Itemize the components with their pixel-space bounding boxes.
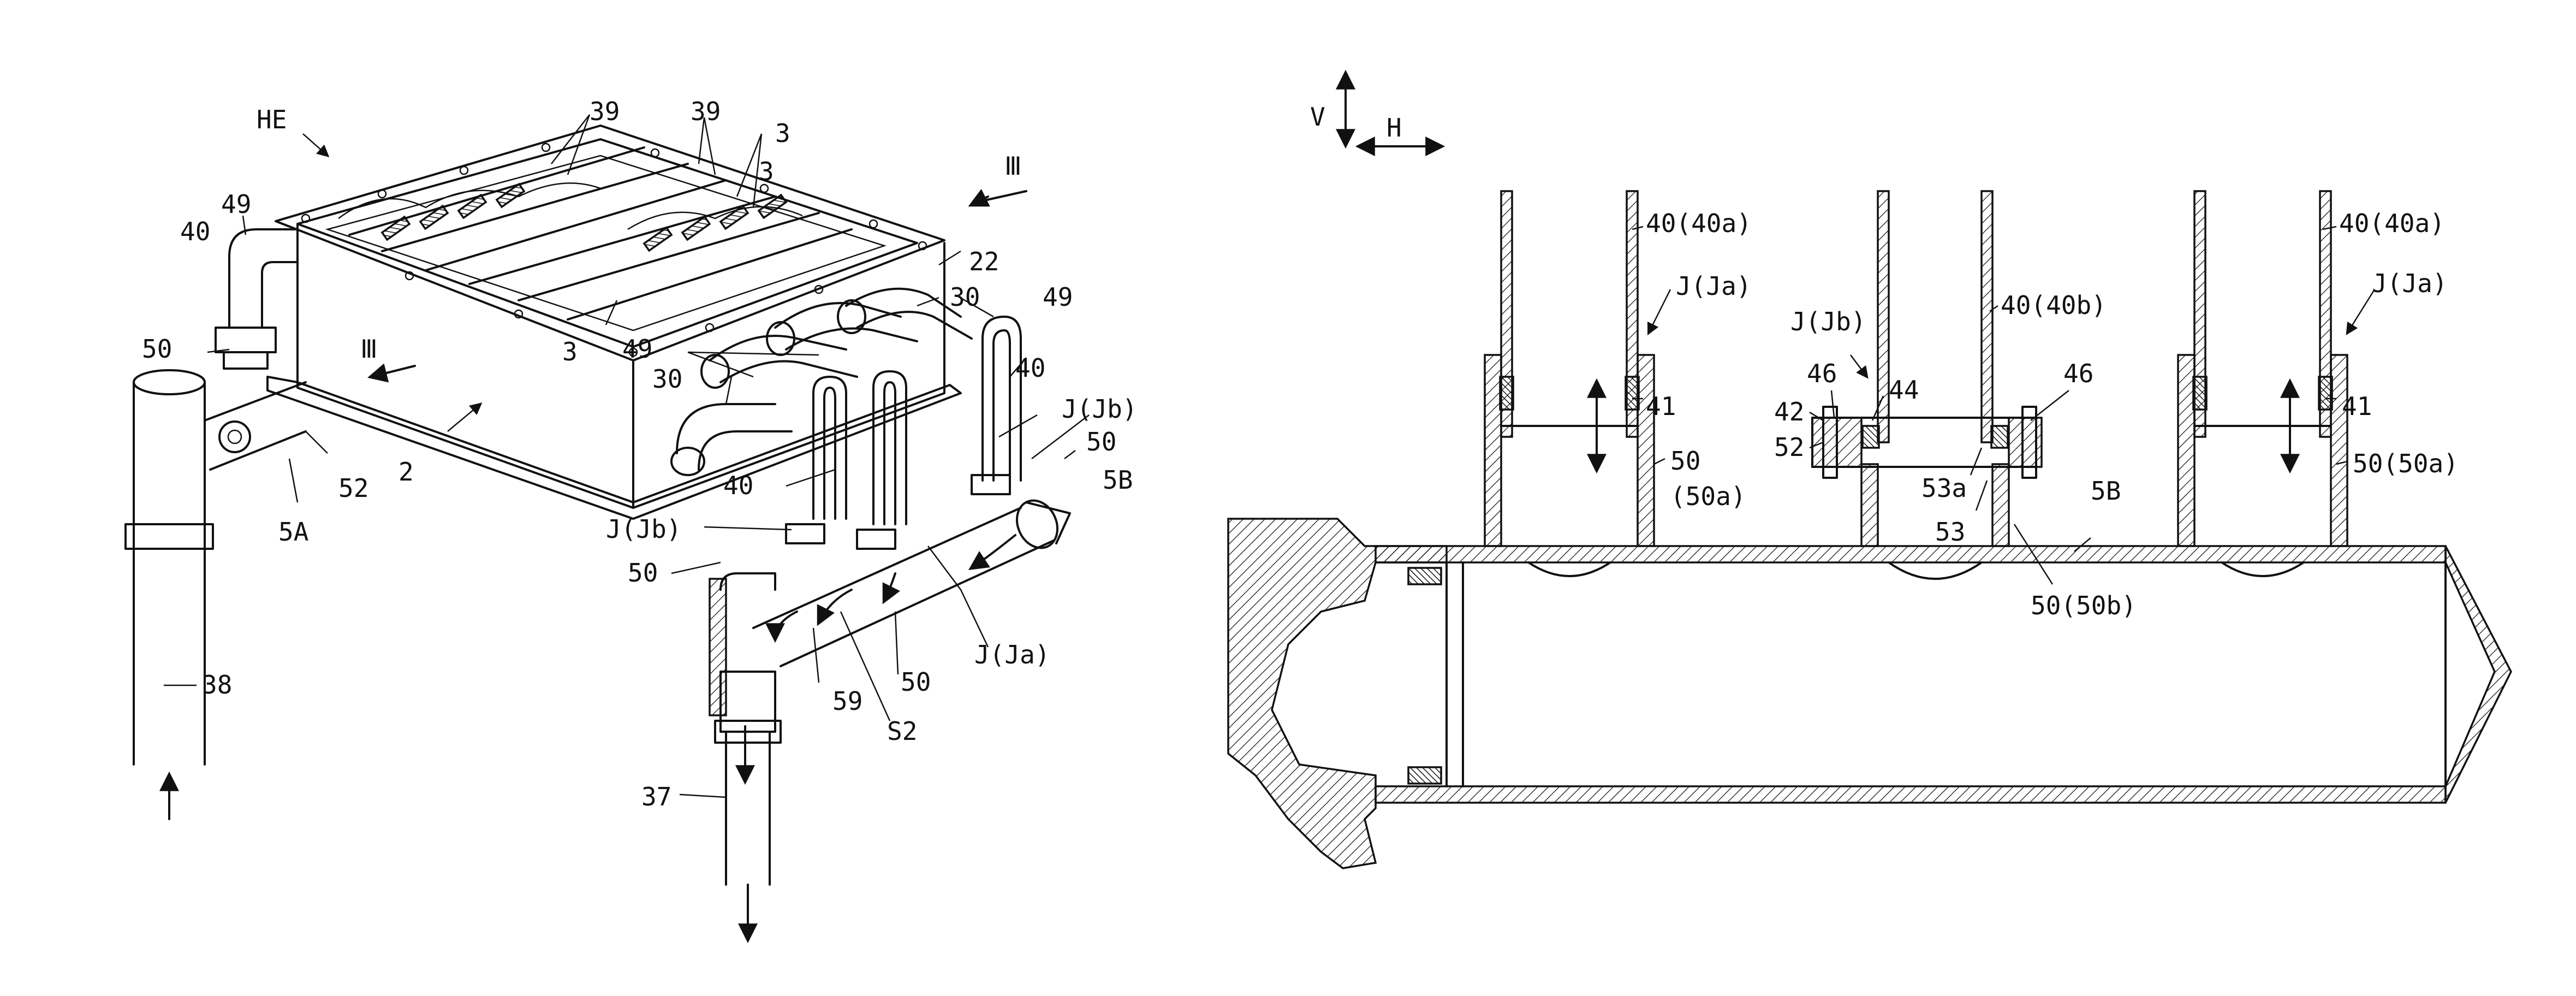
label-50-50a: 50(50a) — [2353, 449, 2459, 478]
label-38: 38 — [202, 670, 232, 699]
label-53: 53 — [1935, 517, 1965, 547]
label-44: 44 — [1889, 375, 1919, 405]
label-39: 39 — [590, 97, 620, 126]
label-46: 46 — [1807, 359, 1837, 388]
header-5b-section — [1228, 519, 2511, 868]
label-41: 41 — [1646, 392, 1676, 421]
label-50: 50 — [901, 667, 931, 697]
label-50-50b: 50(50b) — [2031, 591, 2137, 620]
label-49: 49 — [622, 334, 652, 364]
label-52: 52 — [1774, 432, 1804, 462]
label-j-ja: J(Ja) — [2372, 269, 2447, 298]
label-41: 41 — [2342, 392, 2372, 421]
label-42: 42 — [1774, 397, 1804, 426]
header-5b — [710, 475, 1070, 939]
label-3: 3 — [775, 118, 790, 148]
label-j-jb: J(Jb) — [606, 514, 681, 544]
label-50: 50 — [1086, 427, 1116, 456]
label-3: 3 — [759, 157, 774, 186]
label-j-jb: J(Jb) — [1790, 307, 1866, 336]
joint-jb-middle — [1812, 191, 2042, 579]
joint-ja-left — [1485, 191, 1654, 576]
label-50a: (50a) — [1670, 482, 1746, 511]
label-h: H — [1387, 113, 1402, 143]
label-3: 3 — [562, 337, 578, 366]
label-30: 30 — [652, 364, 682, 394]
label-section-iii: Ⅲ — [360, 334, 378, 364]
label-j-jb: J(Jb) — [1062, 394, 1137, 424]
direction-indicator: V H — [1310, 74, 1441, 146]
label-59: 59 — [832, 686, 862, 716]
label-he: HE — [257, 105, 287, 134]
left-figure-labels: HE 39 39 3 3 Ⅲ 49 40 22 30 49 3 49 Ⅲ 50 … — [142, 97, 1137, 811]
elbow-pipe-40-left — [216, 229, 298, 369]
label-40-40b: 40(40b) — [2001, 290, 2107, 320]
heat-exchange-tubes — [338, 147, 852, 319]
label-section-iii: Ⅲ — [1004, 151, 1022, 181]
label-22: 22 — [969, 247, 999, 276]
heat-exchanger-perspective-figure: HE 39 39 3 3 Ⅲ 49 40 22 30 49 3 49 Ⅲ 50 … — [126, 97, 1137, 939]
casing-body — [267, 224, 961, 519]
label-v: V — [1310, 102, 1325, 132]
label-40-40a: 40(40a) — [2339, 209, 2445, 238]
label-40: 40 — [1015, 353, 1045, 383]
label-39: 39 — [691, 97, 721, 126]
label-40: 40 — [180, 217, 210, 246]
inlet-pipe-38 — [126, 370, 306, 819]
label-50: 50 — [1670, 446, 1700, 476]
label-2: 2 — [398, 457, 414, 487]
label-5a: 5A — [278, 517, 308, 547]
joint-ja-right — [2178, 191, 2347, 576]
label-j-ja: J(Ja) — [1676, 271, 1751, 301]
label-50: 50 — [142, 334, 172, 364]
label-5b: 5B — [1103, 465, 1133, 495]
label-40-40a: 40(40a) — [1646, 209, 1752, 238]
label-40: 40 — [723, 471, 753, 500]
label-j-ja: J(Ja) — [974, 640, 1050, 669]
label-49: 49 — [221, 189, 251, 219]
label-37: 37 — [641, 782, 671, 811]
label-50: 50 — [628, 558, 658, 588]
label-52: 52 — [338, 473, 368, 503]
label-s2: S2 — [887, 716, 917, 746]
header-cross-section-figure: V H — [1228, 74, 2511, 868]
label-53a: 53a — [1921, 473, 1967, 503]
label-46: 46 — [2063, 359, 2093, 388]
label-30: 30 — [950, 282, 980, 312]
label-5b: 5B — [2091, 476, 2121, 506]
label-49: 49 — [1043, 282, 1073, 312]
